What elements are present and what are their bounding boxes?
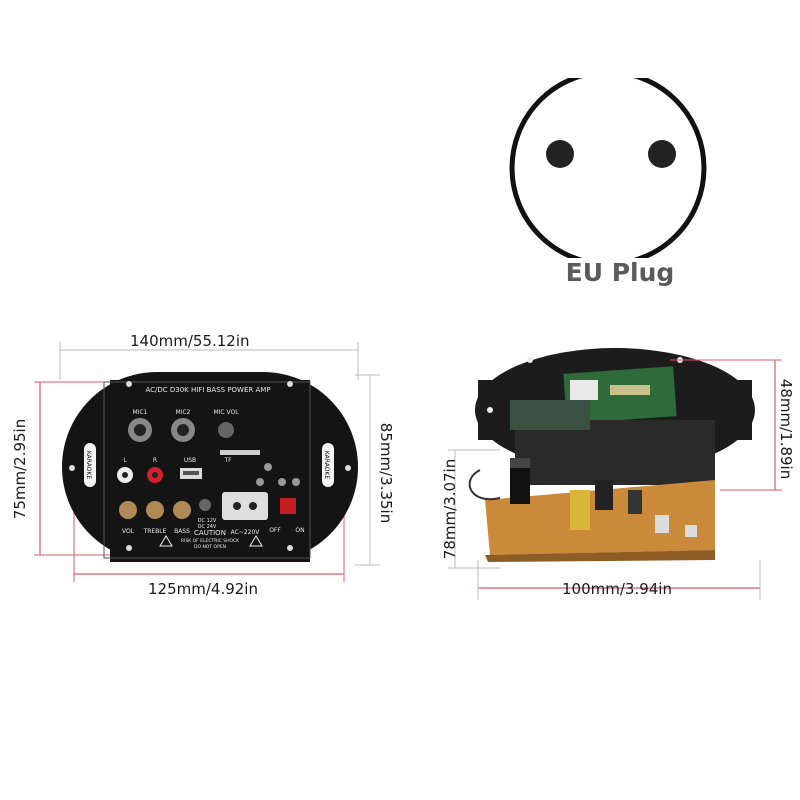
tf-label: TF — [223, 457, 232, 464]
eu-plug-icon — [509, 78, 707, 258]
caution-sub2: DO NOT OPEN — [194, 544, 226, 550]
caution-label: CAUTION — [194, 529, 226, 537]
dim-top-height-label: 48mm/1.89in — [777, 378, 796, 480]
treble-label: TREBLE — [143, 528, 167, 535]
vol-label: VOL — [122, 528, 135, 535]
mic1-label: MIC1 — [133, 409, 148, 416]
caution-sub1: RISK OF ELECTRIC SHOCK — [181, 538, 240, 544]
off-label: OFF — [269, 527, 281, 534]
on-label: ON — [295, 527, 304, 534]
dim-height-label: 85mm/3.35in — [377, 422, 396, 524]
ac-label: AC~220V — [231, 529, 261, 536]
dim-width-label: 140mm/55.12in — [130, 332, 250, 350]
panel-title: AC/DC D30K HIFI BASS POWER AMP — [145, 386, 270, 394]
usb-label: USB — [184, 457, 196, 464]
karaoke-left-label: KARAOKE — [85, 451, 92, 480]
dim-inner-width-label: 125mm/4.92in — [148, 580, 258, 598]
dim-depth-label: 100mm/3.94in — [562, 580, 672, 598]
dc2-label: DC 24V — [198, 524, 217, 530]
eu-plug-caption: EU Plug — [565, 258, 675, 287]
mic2-label: MIC2 — [176, 409, 191, 416]
left-label: L — [123, 457, 127, 464]
bass-label: BASS — [174, 528, 190, 535]
mic-vol-label: MIC VOL — [213, 409, 239, 416]
dim-inner-height-label: 75mm/2.95in — [11, 418, 30, 520]
front-panel-view: AC/DC D30K HIFI BASS POWER AMP MIC1 MIC2… — [34, 342, 380, 582]
side-view — [448, 348, 782, 600]
right-label: R — [153, 457, 157, 464]
karaoke-right-label: KARAOKE — [323, 451, 330, 480]
dc-label: DC 12V — [198, 518, 217, 524]
dim-board-height-label: 78mm/3.07in — [441, 458, 460, 560]
